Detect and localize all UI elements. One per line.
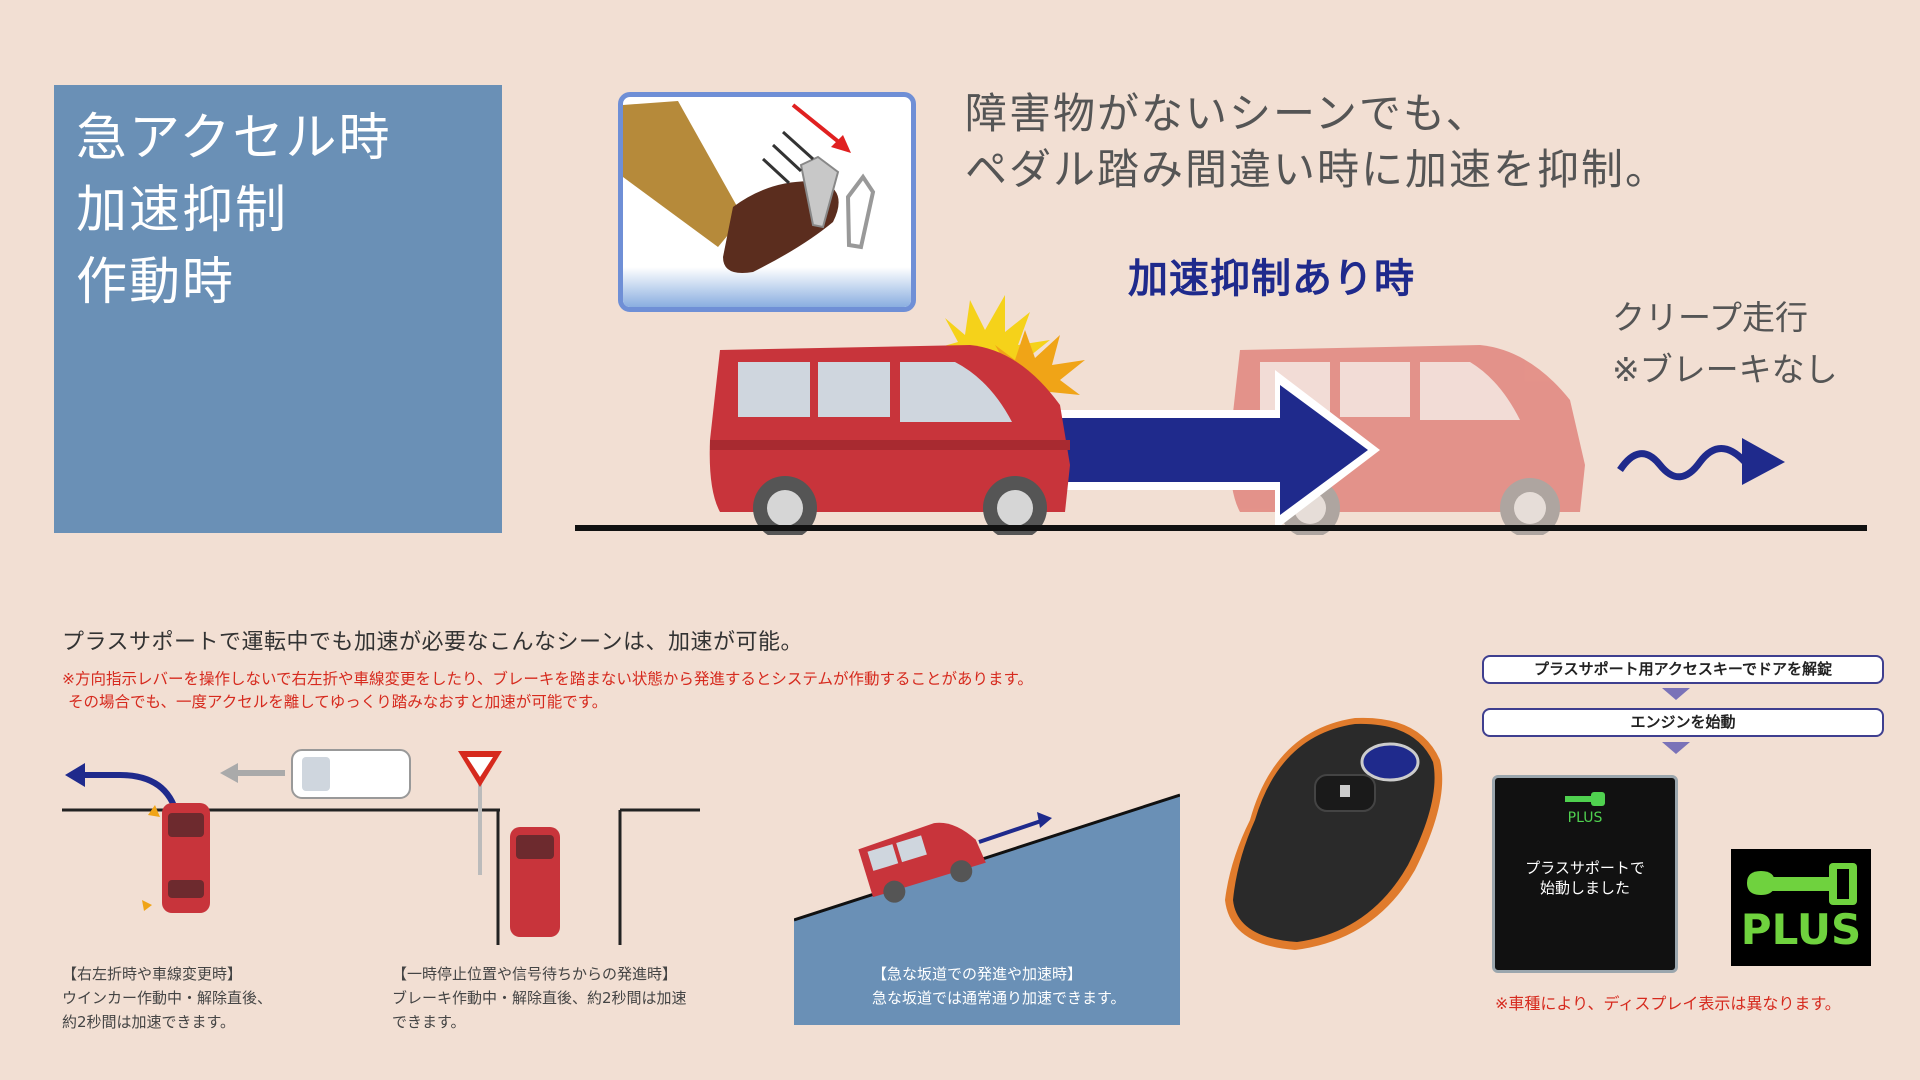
- slope-arrow-icon: [978, 818, 1045, 844]
- suppression-label: 加速抑制あり時: [1128, 256, 1415, 302]
- access-key-icon: [1225, 717, 1443, 950]
- scene-start-title: 【一時停止位置や信号待ちからの発進時】: [392, 965, 678, 983]
- creep-note: クリープ走行 ※ブレーキなし: [1612, 292, 1838, 396]
- creep-wave-arrow-icon: [1617, 438, 1785, 485]
- climbing-car-icon: [858, 822, 986, 903]
- scene-caption-start: 【一時停止位置や信号待ちからの発進時】 ブレーキ作動中・解除直後、約2秒間は加速…: [392, 962, 687, 1034]
- plus-badge-label: PLUS: [1740, 905, 1862, 954]
- acceleration-note: ※方向指示レバーを操作しないで右左折や車線変更をしたり、ブレーキを踏まない状態か…: [62, 668, 1033, 714]
- scene-start-line-2: できます。: [392, 1013, 466, 1031]
- acceleration-arrow-icon: [1050, 370, 1380, 530]
- pedal-foot-icon: [623, 101, 911, 307]
- intersection-illustration: [62, 749, 700, 945]
- slope-panel: 【急な坂道での発進や加速時】 急な坂道では通常通り加速できます。: [794, 790, 1180, 1025]
- headline: 障害物がないシーンでも、 ペダル踏み間違い時に加速を抑制。: [965, 86, 1669, 198]
- main-scene-illustration: [709, 295, 1785, 535]
- display-plus-label: PLUS: [1567, 810, 1603, 826]
- plus-indicator: PLUS: [1731, 849, 1871, 966]
- step-unlock: プラスサポート用アクセスキーでドアを解錠: [1482, 655, 1884, 684]
- display-message: プラスサポートで 始動しました: [1495, 858, 1675, 898]
- ground-line: [575, 525, 1867, 531]
- display-message-line-1: プラスサポートで: [1525, 859, 1645, 877]
- headline-line-1: 障害物がないシーンでも、: [965, 89, 1490, 138]
- stopped-car-icon: [510, 827, 560, 937]
- scene-caption-turn: 【右左折時や車線変更時】 ウインカー作動中・解除直後、 約2秒間は加速できます。: [62, 962, 272, 1034]
- flow-arrow-icon: [1662, 688, 1690, 700]
- white-car-icon: [291, 749, 411, 799]
- step-engine-start: エンジンを始動: [1482, 708, 1884, 737]
- meter-display: PLUS プラスサポートで 始動しました: [1492, 775, 1678, 973]
- scene-turn-title: 【右左折時や車線変更時】: [62, 965, 243, 983]
- plus-key-icon: [1747, 863, 1857, 905]
- acceleration-heading: プラスサポートで運転中でも加速が必要なこんなシーンは、加速が可能。: [62, 630, 803, 655]
- scene-start-line-1: ブレーキ作動中・解除直後、約2秒間は加速: [392, 989, 687, 1007]
- title-line-3: 作動時: [76, 253, 236, 312]
- scene-turn-line-1: ウインカー作動中・解除直後、: [62, 989, 273, 1007]
- creep-line-1: クリープ走行: [1612, 298, 1809, 337]
- display-message-line-2: 始動しました: [1539, 879, 1630, 897]
- scene-caption-slope: 【急な坂道での発進や加速時】 急な坂道では通常通り加速できます。: [872, 962, 1126, 1010]
- title-line-1: 急アクセル時: [76, 109, 392, 168]
- turning-car-icon: [162, 803, 210, 913]
- flow-arrow-icon: [1662, 742, 1690, 754]
- yield-sign-icon: [458, 751, 502, 875]
- display-footnote: ※車種により、ディスプレイ表示は異なります。: [1495, 994, 1841, 1013]
- title-line-2: 加速抑制: [76, 181, 289, 240]
- creep-line-2: ※ブレーキなし: [1612, 350, 1838, 389]
- slope-illustration: [794, 793, 1180, 1025]
- scene-slope-line-1: 急な坂道では通常通り加速できます。: [872, 989, 1126, 1007]
- headline-line-2: ペダル踏み間違い時に加速を抑制。: [965, 145, 1670, 194]
- scene-slope-title: 【急な坂道での発進や加速時】: [872, 965, 1083, 983]
- acceleration-note-line-2: その場合でも、一度アクセルを離してゆっくり踏みなおすと加速が可能です。: [68, 693, 608, 711]
- red-car-icon: [709, 345, 1070, 535]
- acceleration-note-line-1: ※方向指示レバーを操作しないで右左折や車線変更をしたり、ブレーキを踏まない状態か…: [62, 670, 1033, 688]
- scene-turn-line-2: 約2秒間は加速できます。: [62, 1013, 236, 1031]
- title-panel: 急アクセル時 加速抑制 作動時: [54, 85, 502, 533]
- key-icon: [1565, 792, 1605, 806]
- pedal-illustration: [618, 92, 916, 312]
